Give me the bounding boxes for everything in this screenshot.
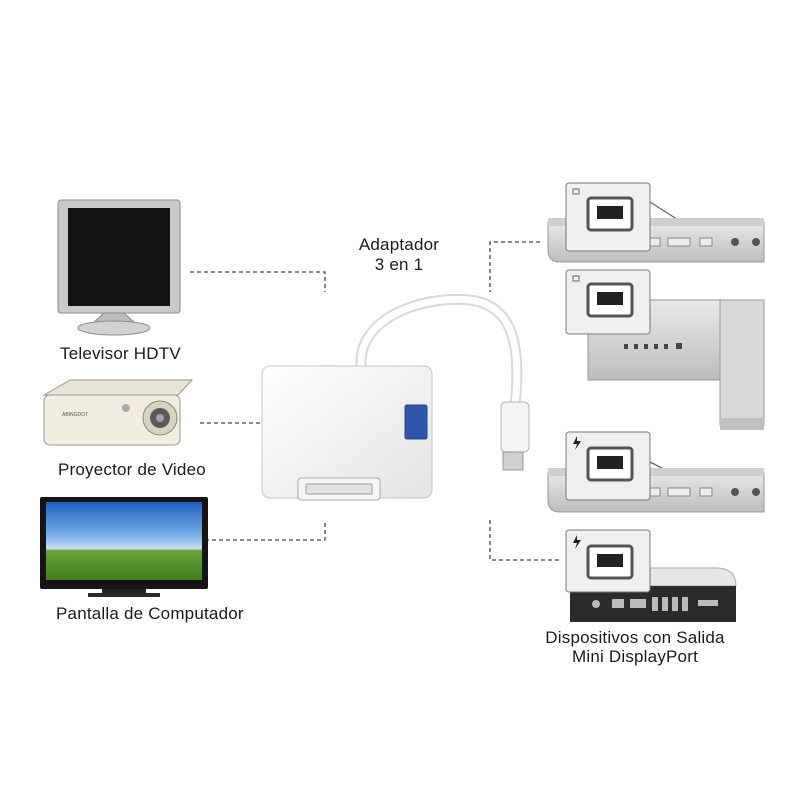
mini-displayport-plug <box>500 401 530 471</box>
projector-brand: ABINGDOT <box>62 412 88 418</box>
label-hdtv: Televisor HDTV <box>60 344 181 363</box>
adapter-label: Adaptador 3 en 1 <box>344 235 454 275</box>
port-callout-1 <box>565 182 651 252</box>
label-computer-display: Pantalla de Computador <box>56 604 244 623</box>
label-projector: Proyector de Video <box>58 460 206 479</box>
thunderbolt-icon <box>573 535 581 549</box>
adapter-body <box>261 365 433 501</box>
projector-icon: ABINGDOT <box>42 379 194 446</box>
thunderbolt-icon <box>573 436 581 450</box>
port-callout-3 <box>565 431 651 501</box>
sources-label-line2: Mini DisplayPort <box>571 647 698 666</box>
port-callout-4 <box>565 529 651 593</box>
port-callout-2 <box>565 269 651 335</box>
adapter-label-line1: Adaptador <box>358 235 440 254</box>
adapter-cable <box>355 293 523 411</box>
sources-label: Dispositivos con Salida Mini DisplayPort <box>520 628 750 666</box>
adapter-label-line2: 3 en 1 <box>374 255 424 274</box>
hdtv-monitor-icon <box>57 199 181 336</box>
sources-label-line1: Dispositivos con Salida <box>545 628 725 647</box>
widescreen-tv-icon <box>40 497 208 597</box>
